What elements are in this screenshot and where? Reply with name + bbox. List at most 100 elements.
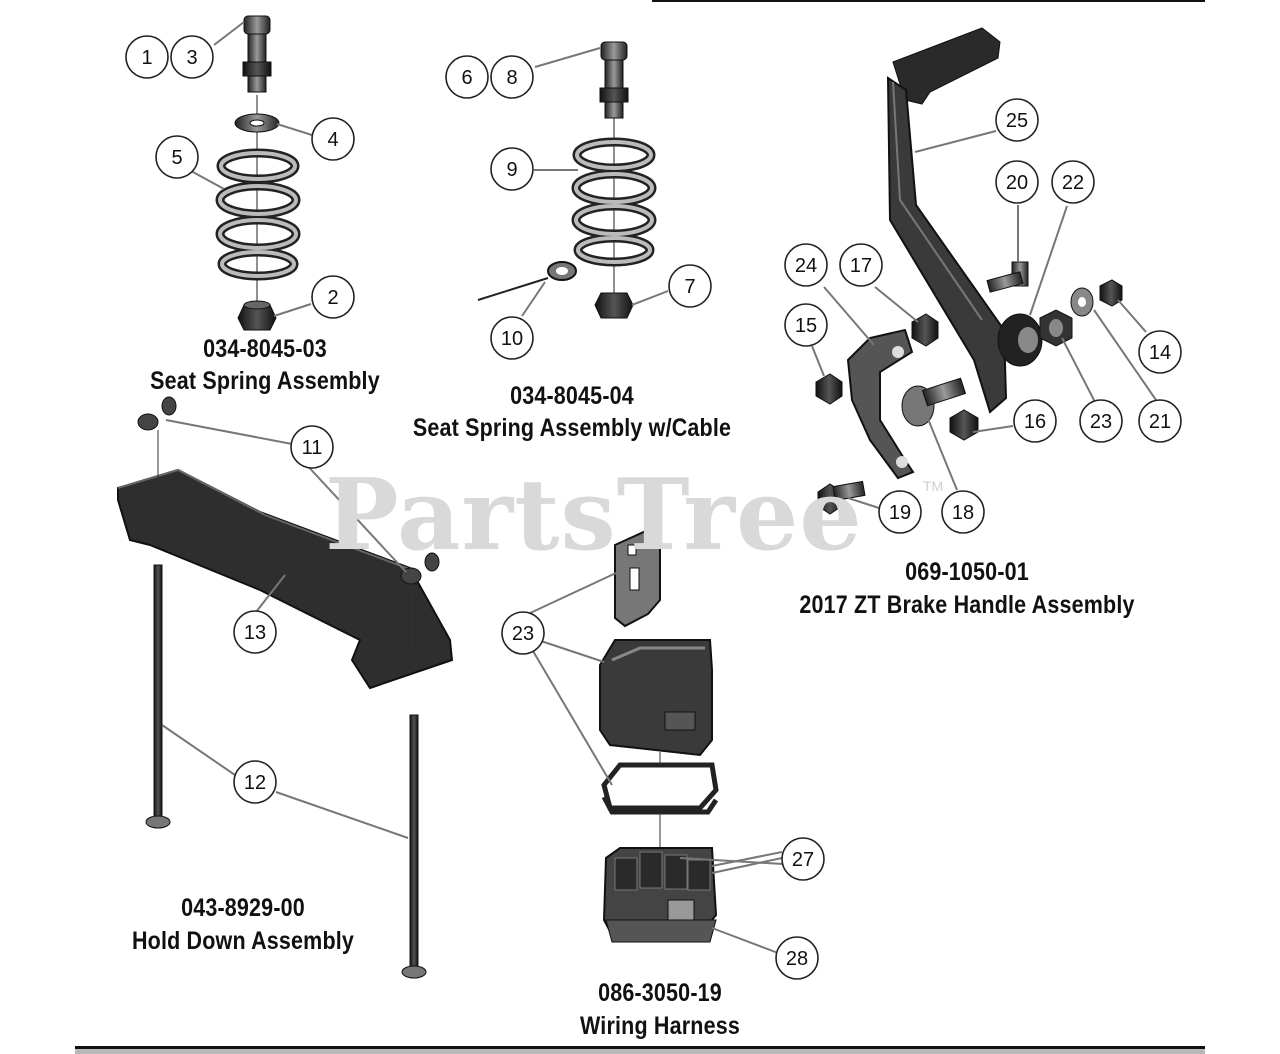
assembly-part-number: 034-8045-04	[510, 382, 634, 410]
callout-bubble: 27	[781, 837, 825, 881]
callout-circle	[941, 490, 985, 534]
callout-bubble: 23	[501, 611, 545, 655]
callout-circle	[1138, 330, 1182, 374]
callout-number: 25	[1006, 110, 1028, 132]
assembly-part-number: 043-8929-00	[181, 894, 305, 922]
seat-spring-cable-drawing	[477, 41, 657, 319]
callout-number: 1	[141, 47, 152, 69]
callout-bubble: 10	[490, 316, 534, 360]
callout-number: 14	[1149, 342, 1171, 364]
callout-number: 18	[952, 502, 974, 524]
callout-circle	[839, 243, 883, 287]
callout-number: 10	[501, 328, 523, 350]
watermark: PartsTree	[325, 458, 863, 573]
callout-circle	[501, 611, 545, 655]
callout-bubble: 6	[445, 55, 489, 99]
callout-circle	[878, 490, 922, 534]
callout-circle	[1013, 399, 1057, 443]
assembly-title: Wiring Harness	[580, 1012, 740, 1040]
callout-bubble: 1	[125, 35, 169, 79]
callout-bubble: 5	[155, 135, 199, 179]
assembly-title: Seat Spring Assembly w/Cable	[412, 414, 732, 442]
callout-number: 11	[302, 437, 323, 459]
callout-number: 2	[327, 287, 338, 309]
callout-bubble: 13	[233, 610, 277, 654]
callout-bubble: 11	[290, 425, 334, 469]
callout-circle	[1138, 399, 1182, 443]
callout-number: 28	[786, 948, 808, 970]
callout-number: 15	[795, 315, 817, 337]
callout-bubble: 19	[878, 490, 922, 534]
callout-bubble: 28	[775, 936, 819, 980]
callout-circle	[125, 35, 169, 79]
callout-number: 23	[512, 623, 534, 645]
seat-spring-assembly-drawing	[215, 15, 301, 331]
callout-circle	[490, 147, 534, 191]
callout-circle	[233, 610, 277, 654]
brake-handle-drawing	[815, 27, 1123, 515]
callout-bubble: 3	[170, 35, 214, 79]
assembly-title: Seat Spring Assembly	[150, 367, 380, 395]
callout-number: 4	[327, 129, 338, 151]
assembly-part-number: 069-1050-01	[905, 558, 1029, 586]
callout-bubble: 15	[784, 303, 828, 347]
assembly-title: 2017 ZT Brake Handle Assembly	[799, 591, 1135, 619]
callout-circle	[668, 264, 712, 308]
callout-bubble: 20	[995, 160, 1039, 204]
callout-bubble: 24	[784, 243, 828, 287]
callout-bubble: 12	[233, 760, 277, 804]
callout-number: 8	[506, 67, 517, 89]
callout-number: 27	[792, 849, 814, 871]
callout-circle	[995, 98, 1039, 142]
callout-bubble: 4	[311, 117, 355, 161]
callout-number: 6	[461, 67, 472, 89]
callout-circle	[445, 55, 489, 99]
wiring-harness-drawing	[599, 528, 719, 943]
callout-number: 12	[244, 772, 266, 794]
callout-number: 24	[795, 255, 817, 277]
callout-number: 17	[850, 255, 872, 277]
top-rule	[652, 0, 1205, 2]
callout-circle	[490, 316, 534, 360]
callout-number: 19	[889, 502, 911, 524]
callout-bubble: 7	[668, 264, 712, 308]
callout-bubble: 22	[1051, 160, 1095, 204]
trademark-symbol: TM	[923, 478, 944, 494]
callout-circle	[775, 936, 819, 980]
callout-circle	[311, 275, 355, 319]
callout-number: 3	[186, 47, 197, 69]
assembly-part-number: 034-8045-03	[203, 335, 327, 363]
callout-number: 21	[1149, 411, 1171, 433]
callout-number: 7	[684, 276, 695, 298]
assembly-title: Hold Down Assembly	[131, 927, 355, 955]
callout-bubble: 18	[941, 490, 985, 534]
callout-bubble: 17	[839, 243, 883, 287]
assembly-part-number: 086-3050-19	[598, 979, 722, 1007]
callout-circle	[311, 117, 355, 161]
callout-circle	[995, 160, 1039, 204]
callout-circle	[1051, 160, 1095, 204]
callout-bubble: 9	[490, 147, 534, 191]
callout-circle	[155, 135, 199, 179]
callout-circle	[784, 243, 828, 287]
callout-circle	[781, 837, 825, 881]
callout-bubble: 14	[1138, 330, 1182, 374]
callout-number: 13	[244, 622, 266, 644]
bottom-frame	[75, 1046, 1205, 1054]
callout-number: 20	[1006, 172, 1028, 194]
callout-circle	[290, 425, 334, 469]
callout-number: 5	[171, 147, 182, 169]
callout-number: 23	[1090, 411, 1112, 433]
callout-circle	[170, 35, 214, 79]
callout-number: 22	[1062, 172, 1084, 194]
callout-circle	[784, 303, 828, 347]
callout-bubble: 23	[1079, 399, 1123, 443]
callout-number: 16	[1024, 411, 1046, 433]
callout-bubble: 2	[311, 275, 355, 319]
callout-number: 9	[506, 159, 517, 181]
leader-lines	[161, 21, 1157, 954]
callout-bubble: 8	[490, 55, 534, 99]
